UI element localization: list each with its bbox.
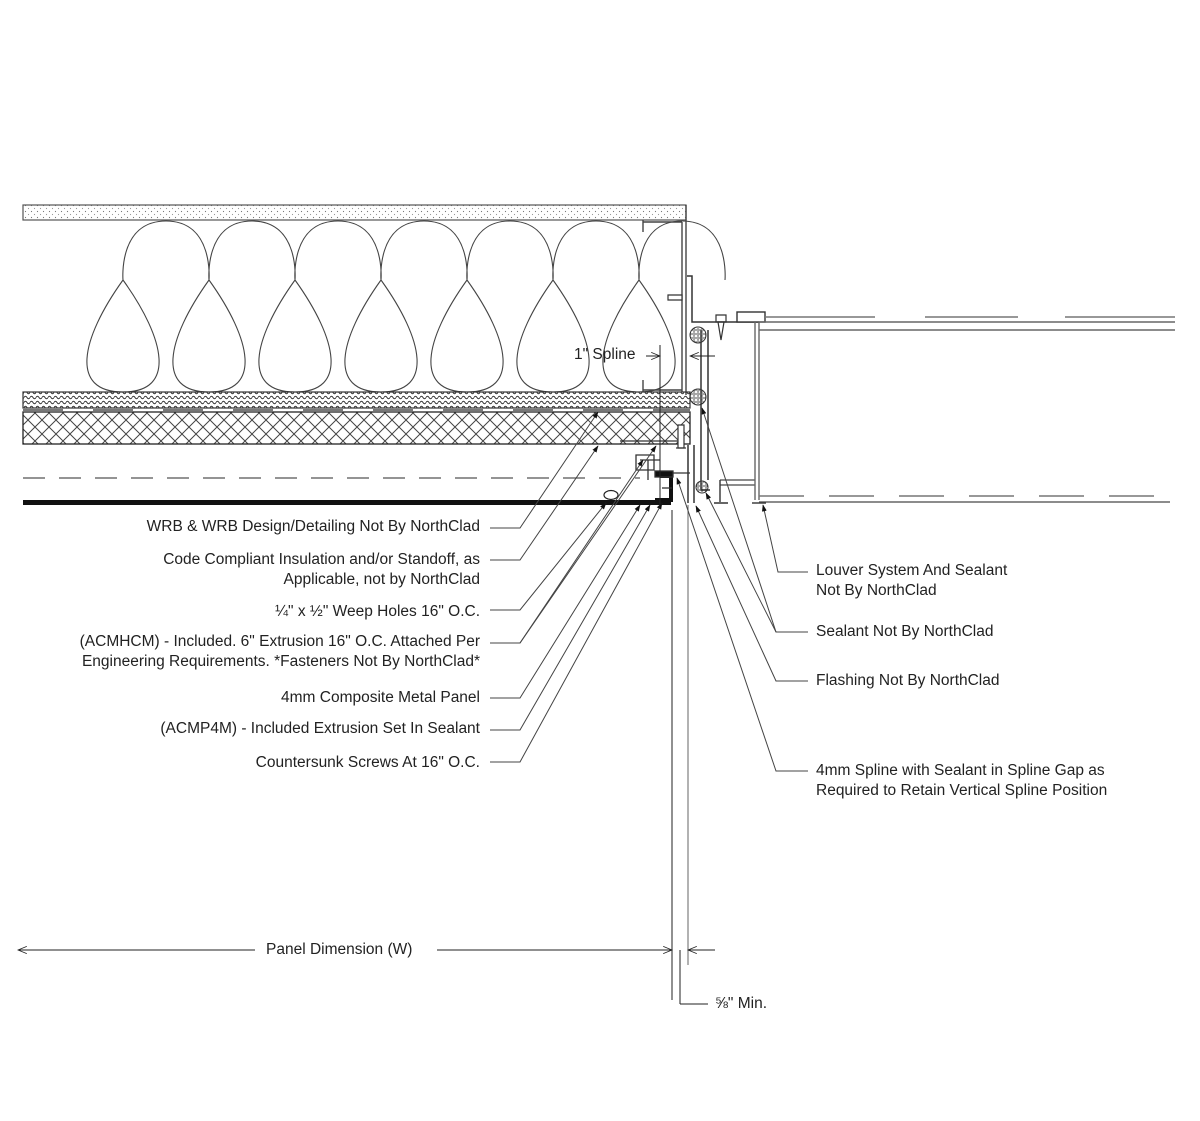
callout-louver-line-2: Not By NorthClad <box>816 582 937 599</box>
callout-panel-line-1: 4mm Composite Metal Panel <box>281 689 480 706</box>
composite-metal-panel <box>23 474 673 505</box>
callout-weep-holes-line-1: ¼" x ½" Weep Holes 16" O.C. <box>275 603 480 620</box>
callout-louver-line-1: Louver System And Sealant <box>816 562 1008 579</box>
callout-insulation-line-2: Applicable, not by NorthClad <box>283 571 480 588</box>
sealant-backer-rods <box>689 326 709 494</box>
callout-acmhcm: (ACMHCM) - Included. 6" Extrusion 16" O.… <box>80 632 480 672</box>
callout-screws: Countersunk Screws At 16" O.C. <box>256 753 480 773</box>
batt-loop <box>86 220 726 393</box>
callout-wrb: WRB & WRB Design/Detailing Not By NorthC… <box>147 517 480 537</box>
panel-dimension <box>18 505 715 1005</box>
callout-acmhcm-line-2: Engineering Requirements. *Fasteners Not… <box>81 653 480 670</box>
callout-acmhcm-line-1: (ACMHCM) - Included. 6" Extrusion 16" O.… <box>79 633 480 650</box>
leaders-right <box>676 407 808 772</box>
callout-spline-line-2: Required to Retain Vertical Spline Posit… <box>816 782 1108 799</box>
spline-dimension-label: 1" Spline <box>574 346 636 363</box>
rigid-insulation <box>22 411 691 445</box>
fastener-screw <box>667 294 727 449</box>
callout-flashing-line-1: Flashing Not By NorthClad <box>816 672 1000 689</box>
callout-insulation-line-1: Code Compliant Insulation and/or Standof… <box>163 551 480 568</box>
gypsum-board <box>22 204 687 221</box>
callout-spline: 4mm Spline with Sealant in Spline Gap as… <box>816 761 1107 801</box>
extrusion-clip <box>620 440 690 489</box>
batt-insulation <box>86 220 726 393</box>
panel-dimension-label: Panel Dimension (W) <box>262 940 417 960</box>
min-gap-label: ⅝" Min. <box>715 995 768 1012</box>
spline-dimension <box>646 345 715 505</box>
stud-framing <box>642 205 687 395</box>
callout-sealant: Sealant Not By NorthClad <box>816 622 993 642</box>
louver-system <box>714 311 1175 504</box>
callout-acmp4m: (ACMP4M) - Included Extrusion Set In Sea… <box>160 719 480 739</box>
leaders-left <box>490 411 663 763</box>
callout-wrb-line-1: WRB & WRB Design/Detailing Not By NorthC… <box>146 518 480 535</box>
callout-sealant-line-1: Sealant Not By NorthClad <box>816 623 994 640</box>
callout-panel: 4mm Composite Metal Panel <box>281 688 480 708</box>
callout-screws-line-1: Countersunk Screws At 16" O.C. <box>255 754 480 771</box>
sheathing-layer <box>22 391 691 411</box>
callout-insulation: Code Compliant Insulation and/or Standof… <box>163 550 480 590</box>
callout-weep-holes: ¼" x ½" Weep Holes 16" O.C. <box>275 602 480 622</box>
callout-louver: Louver System And Sealant Not By NorthCl… <box>816 561 1007 601</box>
callout-flashing: Flashing Not By NorthClad <box>816 671 1000 691</box>
callout-acmp4m-line-1: (ACMP4M) - Included Extrusion Set In Sea… <box>160 720 480 737</box>
callout-spline-line-1: 4mm Spline with Sealant in Spline Gap as <box>816 762 1105 779</box>
